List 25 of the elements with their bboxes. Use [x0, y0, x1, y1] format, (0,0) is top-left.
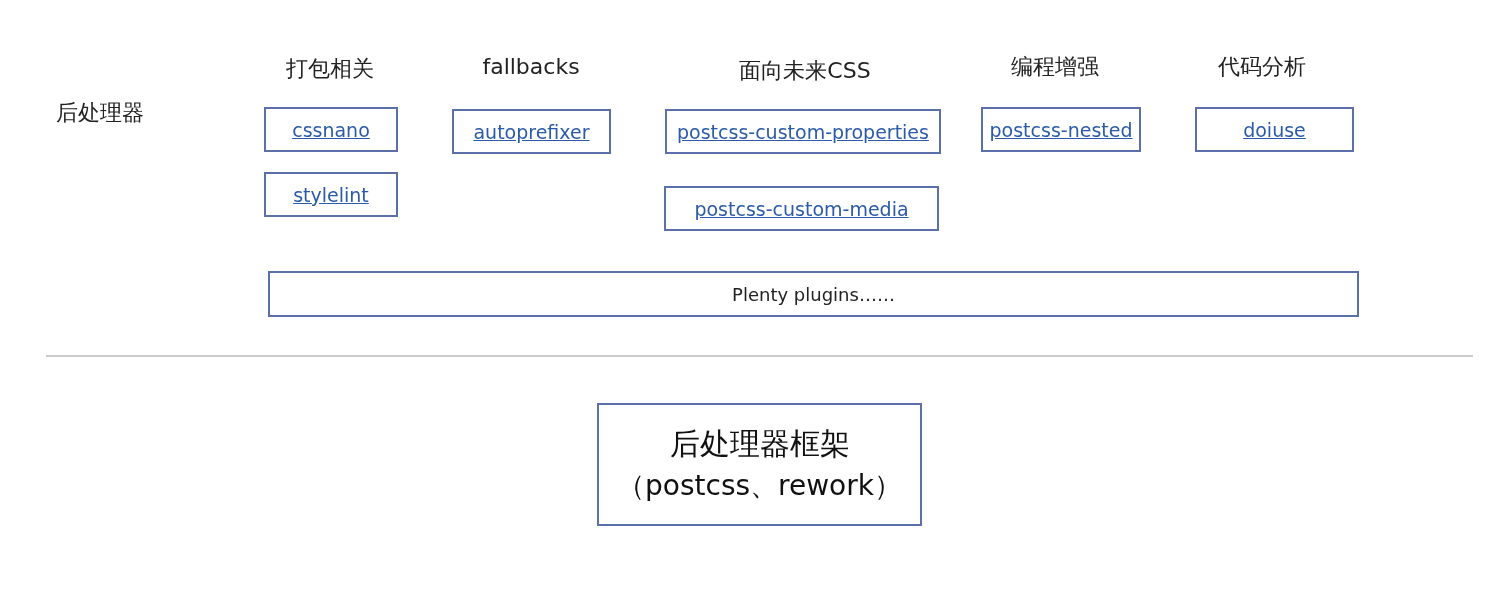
section-label: 后处理器	[56, 99, 144, 127]
plugin-link: doiuse	[1243, 118, 1306, 141]
column-heading: fallbacks	[482, 54, 580, 79]
plugin-link: stylelint	[293, 183, 369, 206]
plugin-link: autoprefixer	[473, 120, 590, 143]
column-heading: 打包相关	[286, 55, 374, 83]
plugin-link: postcss-custom-properties	[677, 120, 929, 143]
box-title: 后处理器框架	[669, 425, 850, 464]
plugin-link: cssnano	[292, 118, 370, 141]
plugin-box	[664, 186, 939, 231]
box-subtitle: （postcss、rework）	[617, 467, 902, 504]
plugin-box	[264, 107, 398, 152]
plugin-box	[665, 109, 941, 154]
bar-text: Plenty plugins……	[732, 283, 895, 305]
plugin-box	[264, 172, 398, 217]
framework-box	[597, 403, 922, 526]
plugins-bar	[268, 271, 1359, 317]
plugin-link: postcss-nested	[989, 118, 1133, 141]
column-heading: 面向未来CSS	[739, 57, 871, 85]
plugin-box	[1195, 107, 1354, 152]
plugin-link: postcss-custom-media	[694, 197, 909, 220]
plugin-box	[452, 109, 611, 154]
column-heading: 代码分析	[1218, 53, 1306, 81]
column-heading: 编程增强	[1011, 53, 1099, 81]
plugin-box	[981, 107, 1141, 152]
